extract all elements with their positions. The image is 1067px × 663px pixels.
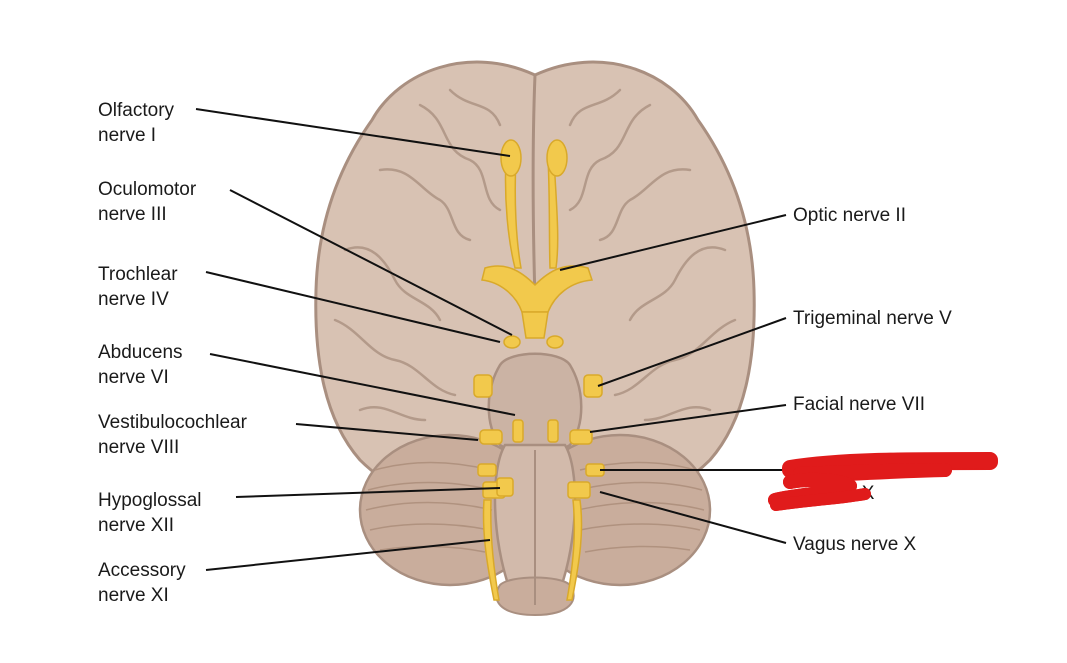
facial-root-right (570, 430, 592, 444)
oculomotor-nerve-root-right (547, 336, 563, 348)
oculomotor-nerve-root (504, 336, 520, 348)
hypoglossal-root-left (497, 478, 513, 496)
olfactory-bulb-left (501, 140, 521, 176)
label-trigeminal: Trigeminal nerve V (793, 306, 952, 331)
optic-tract (522, 312, 548, 338)
label-hypoglossal: Hypoglossal nerve XII (98, 488, 202, 538)
abducens-root-left (513, 420, 523, 442)
trigeminal-root-left (474, 375, 492, 397)
olfactory-bulb-right (547, 140, 567, 176)
label-optic: Optic nerve II (793, 203, 906, 228)
label-glossopharyngeal-obscured: Gl nerve X (793, 456, 874, 506)
label-vestibulocochlear: Vestibulocochlear nerve VIII (98, 410, 247, 460)
label-accessory: Accessory nerve XI (98, 558, 186, 608)
label-trochlear: Trochlear nerve IV (98, 262, 178, 312)
vagus-root-right (568, 482, 590, 498)
glossopharyngeal-root-left (478, 464, 496, 476)
label-oculomotor: Oculomotor nerve III (98, 177, 196, 227)
label-facial: Facial nerve VII (793, 392, 925, 417)
label-vagus: Vagus nerve X (793, 532, 916, 557)
label-olfactory: Olfactory nerve I (98, 98, 174, 148)
label-abducens: Abducens nerve VI (98, 340, 183, 390)
abducens-root-right (548, 420, 558, 442)
facial-root-left (480, 430, 502, 444)
